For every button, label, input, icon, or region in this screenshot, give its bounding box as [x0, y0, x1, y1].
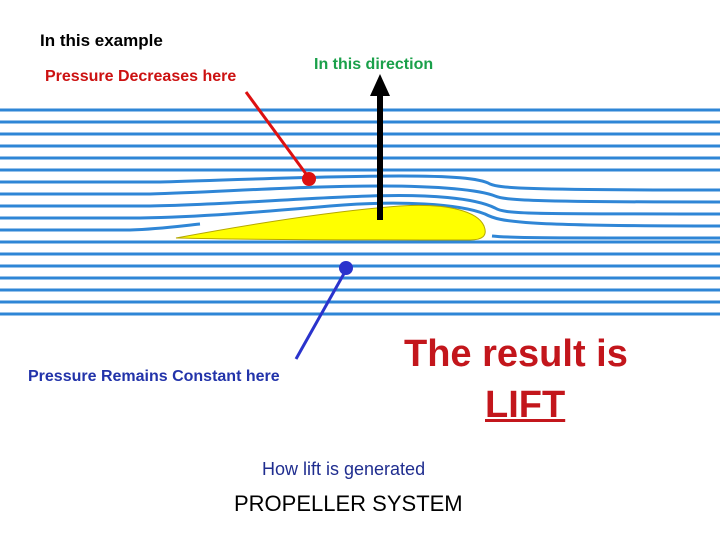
result-heading: The result is: [404, 333, 628, 375]
page-title: In this example: [40, 31, 163, 50]
system-title: PROPELLER SYSTEM: [234, 491, 463, 516]
streamline: [0, 174, 720, 192]
lower-pressure-pointer: [294, 261, 353, 360]
lift-heading: LIFT: [485, 384, 566, 426]
pressure-decreases-label: Pressure Decreases here: [45, 68, 237, 85]
lift-direction-label: In this direction: [314, 56, 434, 73]
streamline: [0, 194, 720, 216]
pressure-constant-label: Pressure Remains Constant here: [28, 368, 280, 385]
streamline: [0, 184, 720, 204]
airfoil: [175, 204, 486, 241]
streamline: [0, 201, 720, 228]
upper-pressure-pointer: [244, 91, 316, 186]
streamline: [491, 234, 720, 240]
airflow-streamlines: [0, 108, 720, 316]
subtitle: How lift is generated: [262, 459, 426, 479]
streamline: [0, 222, 201, 232]
lift-arrow: [370, 74, 390, 220]
